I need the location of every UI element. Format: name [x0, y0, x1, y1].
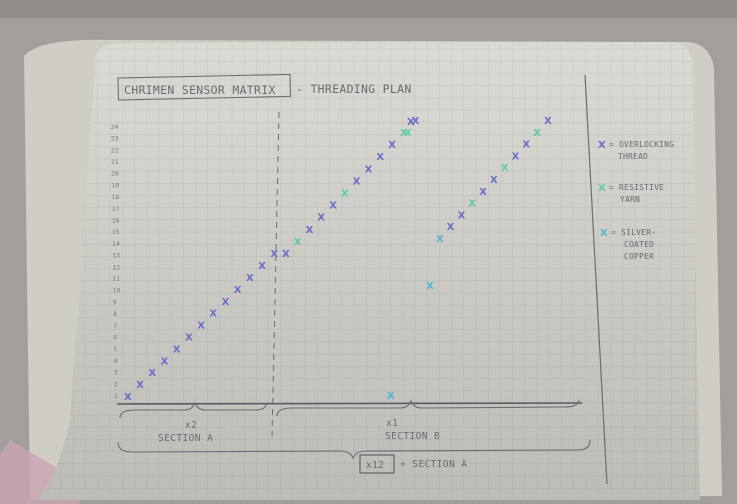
row-number: 10: [113, 287, 121, 295]
legend-copper-line2: COATED: [624, 240, 654, 249]
stitch-mark: X: [329, 201, 337, 212]
row-number: 12: [112, 263, 120, 271]
page-title: CHRIMEN SENSOR MATRIX: [124, 83, 276, 97]
stitch-mark: X: [294, 237, 302, 248]
stitch-mark: X: [387, 391, 395, 402]
stitch-mark: X: [365, 164, 373, 175]
legend-overlock-line2: THREAD: [618, 152, 648, 161]
section-b-label: SECTION B: [385, 431, 440, 442]
row-number: 7: [113, 322, 117, 330]
brace-section-a: [119, 401, 267, 419]
stitch-mark: X: [209, 309, 217, 320]
stitch-mark: X: [512, 151, 520, 162]
stitch-mark: X: [173, 344, 181, 355]
stitch-mark: X: [376, 152, 384, 163]
legend-resistive-line2: YARN: [620, 195, 640, 204]
legend-resistive-symbol: X: [598, 183, 606, 194]
stitch-mark: X: [412, 116, 420, 127]
title-box: [117, 73, 291, 101]
stitch-mark: X: [341, 189, 349, 200]
section-a-label: SECTION A: [158, 433, 213, 444]
stitch-mark: X: [148, 368, 156, 379]
stitch-mark: X: [426, 281, 434, 292]
legend-overlock-symbol: X: [598, 140, 606, 151]
row-number: 24: [111, 123, 119, 131]
row-number: 3: [114, 369, 118, 377]
stitch-mark: X: [282, 249, 290, 260]
row-number: 5: [113, 345, 117, 353]
legend: X = OVERLOCKING THREAD X = RESISTIVE YAR…: [598, 140, 674, 261]
row-number: 4: [114, 357, 118, 365]
stitch-mark: X: [436, 234, 444, 245]
stitch-mark: X: [468, 199, 476, 210]
row-number: 21: [111, 158, 119, 166]
legend-copper-line3: COPPER: [624, 252, 654, 261]
row-number: 14: [112, 240, 120, 248]
row-number: 9: [113, 298, 117, 306]
stitch-mark: X: [388, 140, 396, 151]
row-number: 1: [114, 392, 118, 400]
row-number: 6: [113, 334, 117, 342]
stitch-mark: X: [317, 213, 325, 224]
stitch-mark: X: [501, 163, 509, 174]
stitch-mark: X: [533, 128, 541, 139]
stitch-mark: X: [161, 356, 169, 367]
legend-copper-line1: = SILVER-: [611, 228, 656, 237]
row-number: 15: [112, 228, 120, 236]
stitch-mark: X: [400, 128, 408, 139]
stitch-mark: X: [522, 140, 530, 151]
total-box-label: x12: [366, 460, 384, 471]
stitch-mark: X: [404, 128, 412, 139]
stitch-mark: X: [185, 333, 193, 344]
row-number: 16: [112, 217, 120, 225]
page-subtitle: - THREADING PLAN: [296, 82, 412, 96]
stitch-mark: X: [407, 117, 415, 128]
stitch-mark: X: [136, 380, 144, 391]
stitch-mark: X: [458, 210, 466, 221]
stitch-mark: X: [479, 187, 487, 198]
stitch-mark: X: [306, 225, 314, 236]
stitch-mark: X: [124, 392, 132, 403]
stitch-mark: X: [197, 321, 205, 332]
stitch-mark: X: [258, 261, 266, 272]
repeat-b-label: x1: [386, 418, 398, 429]
legend-resistive-line1: = RESISTIVE: [609, 183, 664, 192]
row-number: 18: [111, 193, 119, 201]
margin-line: [584, 74, 608, 485]
row-number: 8: [113, 310, 117, 318]
stitch-mark: X: [222, 297, 230, 308]
total-text: + SECTION A: [400, 459, 467, 470]
stitch-mark: X: [447, 222, 455, 233]
row-number: 11: [113, 275, 121, 283]
stitch-mark: X: [234, 285, 242, 296]
stitch-mark: X: [490, 175, 498, 186]
row-number: 22: [111, 146, 119, 154]
row-number: 13: [112, 252, 120, 260]
row-number: 17: [112, 205, 120, 213]
stitch-mark: X: [246, 273, 254, 284]
stitch-mark: X: [353, 176, 361, 187]
repeat-a-label: x2: [185, 420, 197, 431]
stitch-mark: X: [544, 116, 552, 127]
stitch-mark: X: [270, 249, 278, 260]
legend-copper-symbol: X: [600, 228, 608, 239]
row-number: 20: [111, 170, 119, 178]
row-number: 23: [111, 135, 119, 143]
brace-section-b: [276, 399, 580, 417]
baseline-rule: [116, 402, 583, 405]
legend-overlock-line1: = OVERLOCKING: [609, 140, 674, 149]
total-brace: [117, 439, 591, 460]
row-number: 19: [111, 181, 119, 189]
total-box: [359, 454, 395, 474]
row-number: 2: [114, 380, 118, 388]
